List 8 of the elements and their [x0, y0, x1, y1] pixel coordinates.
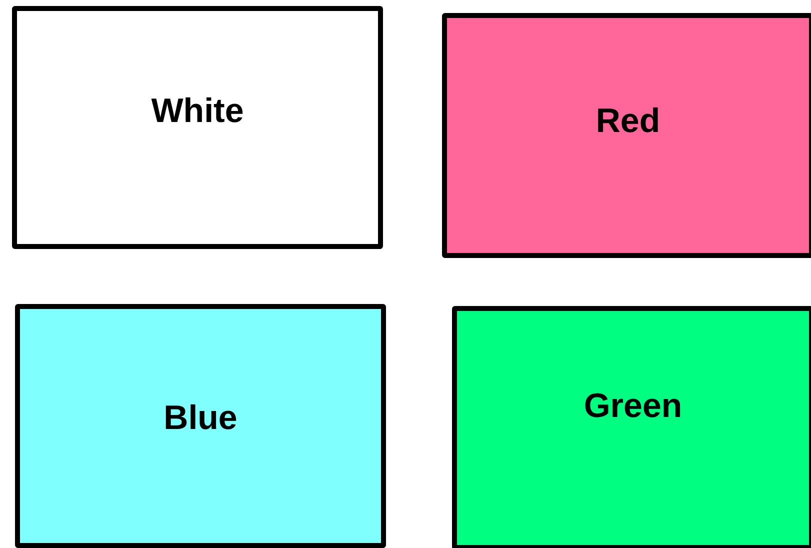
box-label: Blue — [164, 398, 238, 438]
box-label: Red — [596, 102, 660, 141]
color-box — [12, 6, 383, 249]
color-box — [442, 13, 811, 258]
box-label: Green — [584, 386, 682, 426]
box-label: White — [151, 92, 244, 131]
color-box — [452, 306, 811, 548]
color-box — [15, 304, 386, 548]
